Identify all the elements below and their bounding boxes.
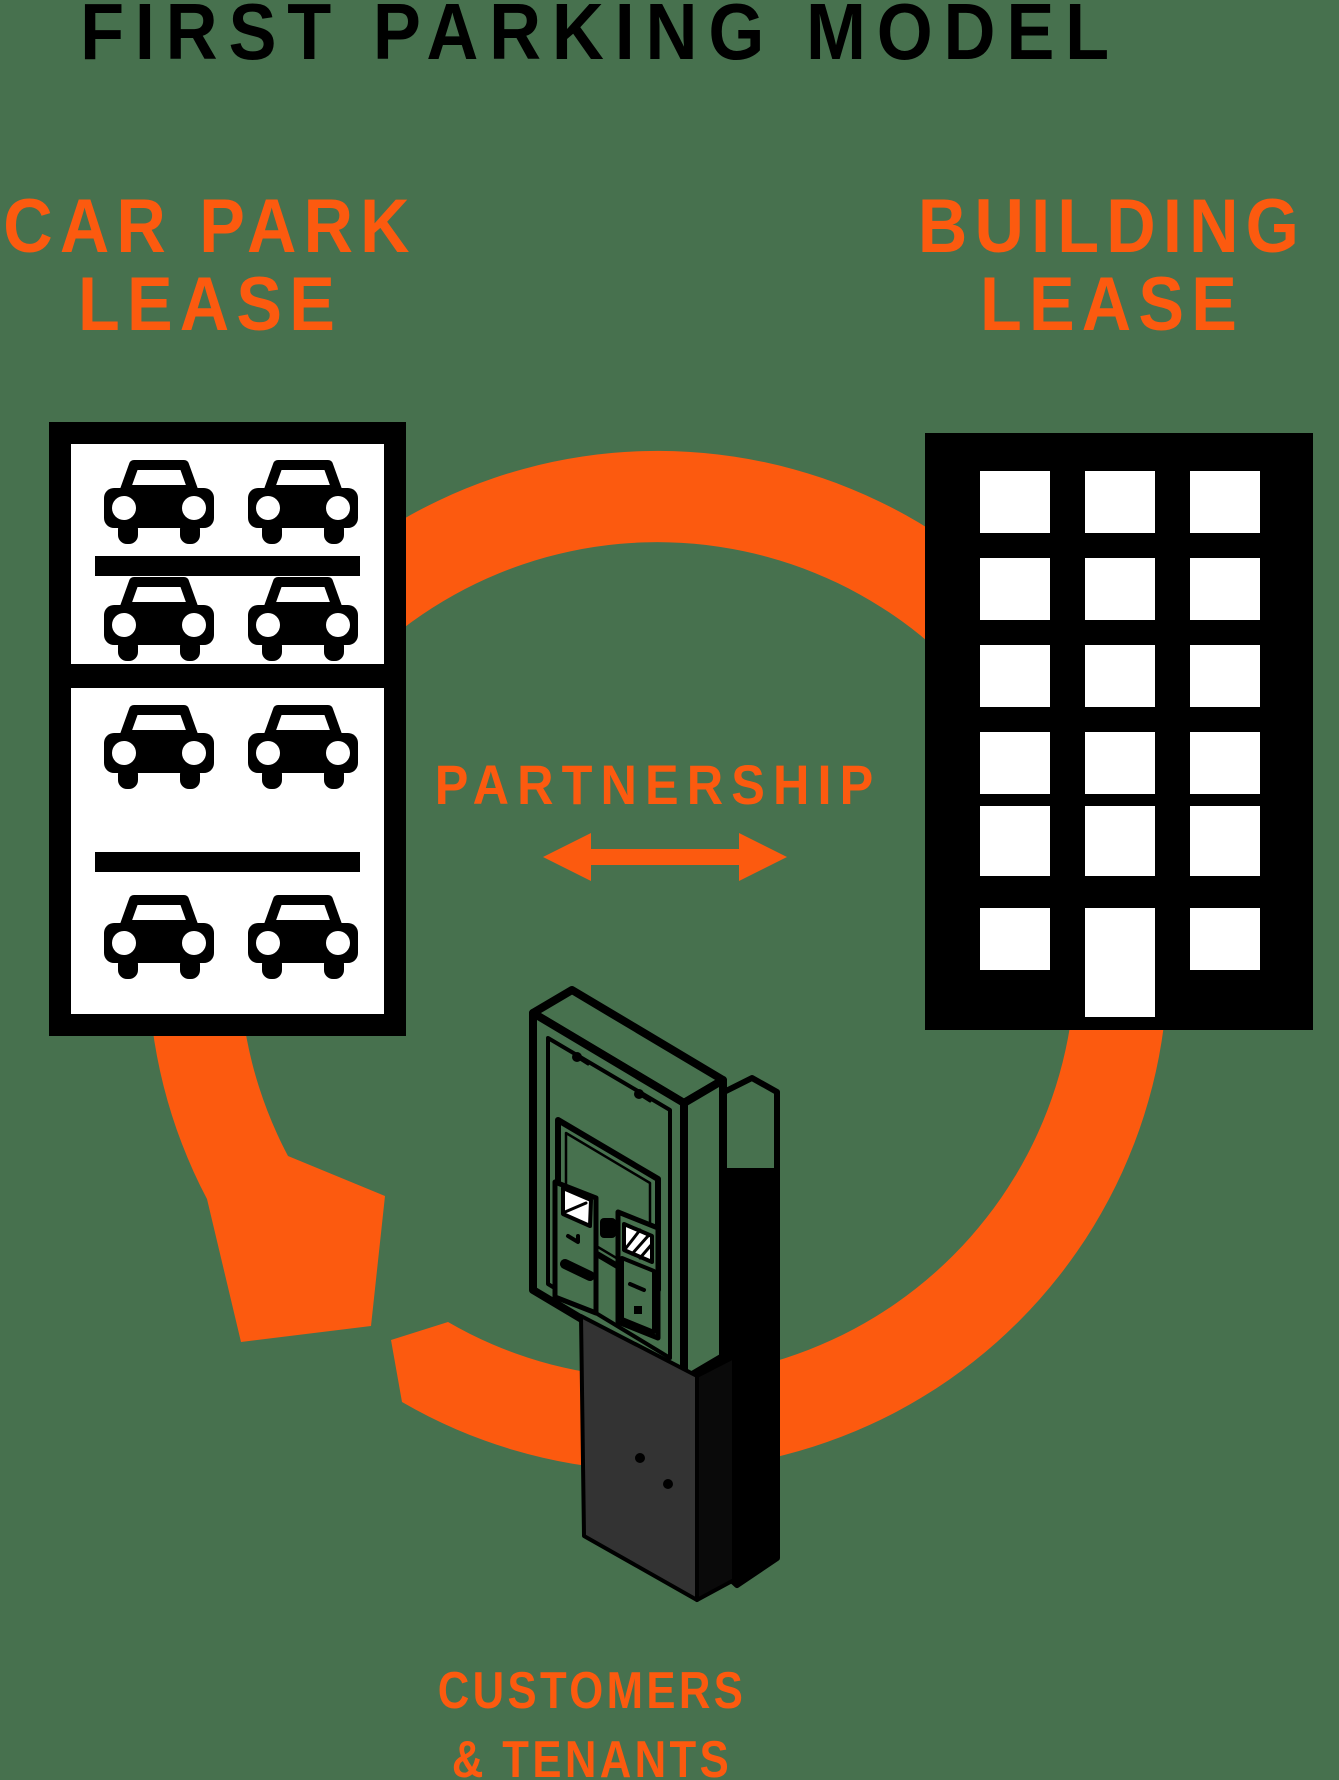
partnership-label: PARTNERSHIP xyxy=(434,753,882,816)
double-arrow-icon xyxy=(543,833,787,881)
car-park-lease-label: CAR PARK LEASE xyxy=(3,188,417,344)
building-lease-line2: LEASE xyxy=(979,262,1245,347)
customers-line1: CUSTOMERS xyxy=(437,1662,747,1720)
building-icon xyxy=(925,433,1313,1030)
customers-line2: & TENANTS xyxy=(451,1731,733,1780)
car-park-lease-line2: LEASE xyxy=(77,262,343,347)
building-lease-line1: BUILDING xyxy=(917,184,1307,269)
car-park-sign-icon xyxy=(49,422,406,1036)
building-lease-label: BUILDING LEASE xyxy=(918,188,1306,344)
page-title: FIRST PARKING MODEL xyxy=(80,0,1120,76)
car-park-lease-line1: CAR PARK xyxy=(3,184,417,269)
payment-kiosk-icon xyxy=(529,986,780,1602)
building-door xyxy=(1085,908,1155,1017)
customers-tenants-label: CUSTOMERS & TENANTS xyxy=(438,1657,747,1780)
